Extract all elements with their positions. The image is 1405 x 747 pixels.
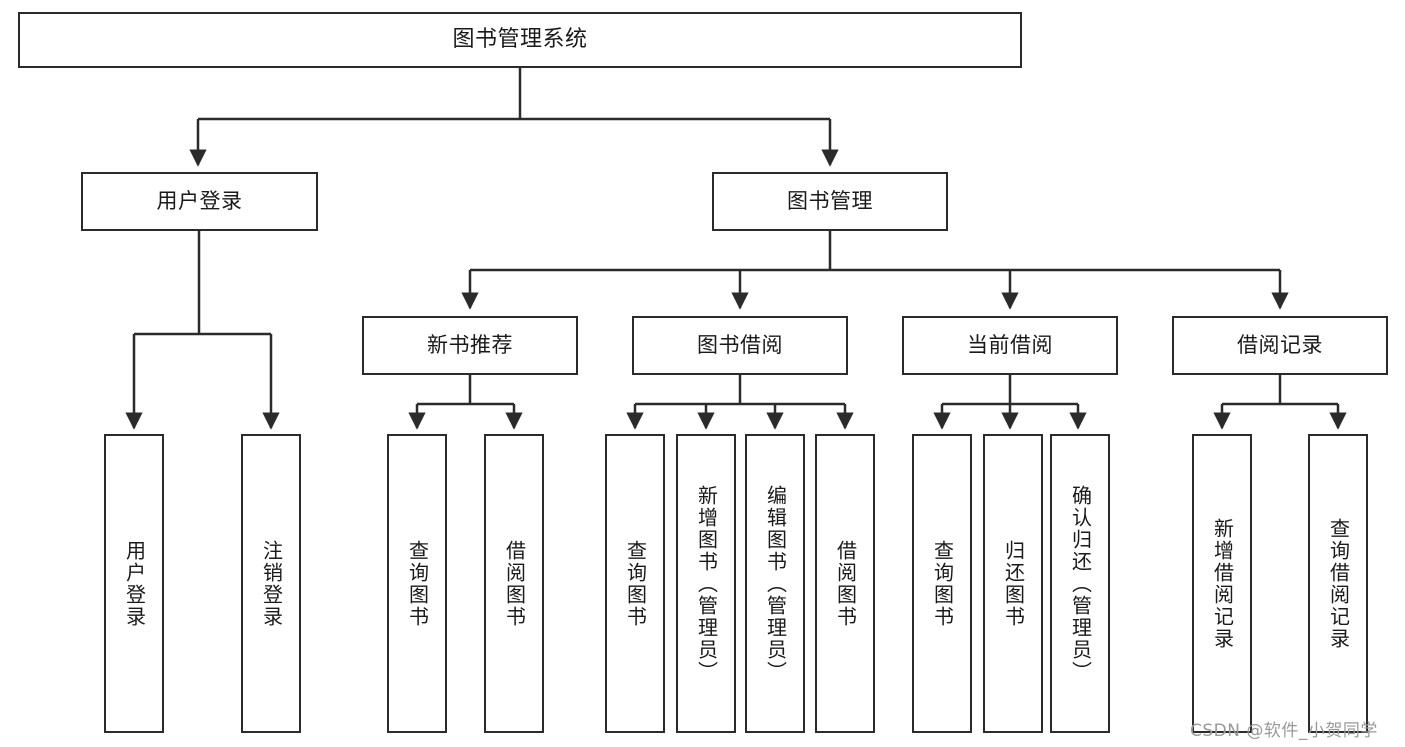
node-book-management[interactable]: 图书管理 (712, 172, 948, 231)
node-label: 归还图书 (1001, 539, 1026, 628)
leaf-new-book-borrow-book[interactable]: 借阅图书 (484, 434, 544, 733)
node-label: 新书推荐 (427, 332, 513, 357)
node-label: 确认归还（管理员） (1068, 484, 1093, 683)
leaf-borrow-borrow-book[interactable]: 借阅图书 (815, 434, 875, 733)
node-label: 借阅图书 (502, 539, 527, 628)
leaf-current-confirm-return-admin[interactable]: 确认归还（管理员） (1050, 434, 1110, 733)
node-label: 查询借阅记录 (1326, 517, 1351, 650)
leaf-new-book-query-book[interactable]: 查询图书 (387, 434, 447, 733)
node-label: 注销登录 (259, 539, 284, 628)
leaf-user-login-logout[interactable]: 注销登录 (241, 434, 301, 733)
node-user-login[interactable]: 用户登录 (81, 172, 318, 231)
node-label: 当前借阅 (967, 332, 1053, 357)
node-label: 借阅图书 (833, 539, 858, 628)
node-label: 查询图书 (405, 539, 430, 628)
node-label: 借阅记录 (1237, 332, 1323, 357)
node-label: 查询图书 (623, 539, 648, 628)
csdn-watermark: CSDN @软件_小贺同学 (1190, 721, 1378, 741)
leaf-record-add-record[interactable]: 新增借阅记录 (1192, 434, 1252, 733)
leaf-current-query-book[interactable]: 查询图书 (912, 434, 972, 733)
leaf-borrow-add-book-admin[interactable]: 新增图书（管理员） (676, 434, 736, 733)
leaf-current-return-book[interactable]: 归还图书 (983, 434, 1043, 733)
node-borrow-record[interactable]: 借阅记录 (1172, 316, 1388, 375)
node-label: 图书借阅 (697, 332, 783, 357)
node-label: 编辑图书（管理员） (763, 484, 788, 683)
node-label: 新增图书（管理员） (694, 484, 719, 683)
node-book-borrow[interactable]: 图书借阅 (632, 316, 848, 375)
node-new-book-recommend[interactable]: 新书推荐 (362, 316, 578, 375)
leaf-user-login-login[interactable]: 用户登录 (104, 434, 164, 733)
node-current-borrow[interactable]: 当前借阅 (902, 316, 1118, 375)
node-label: 用户登录 (156, 188, 243, 213)
leaf-borrow-query-book[interactable]: 查询图书 (605, 434, 665, 733)
node-label: 图书管理系统 (452, 26, 588, 52)
node-label: 查询图书 (930, 539, 955, 628)
node-label: 新增借阅记录 (1210, 517, 1235, 650)
leaf-record-query-record[interactable]: 查询借阅记录 (1308, 434, 1368, 733)
leaf-borrow-edit-book-admin[interactable]: 编辑图书（管理员） (745, 434, 805, 733)
node-root-book-management-system[interactable]: 图书管理系统 (18, 12, 1022, 68)
node-label: 用户登录 (122, 539, 147, 628)
node-label: 图书管理 (787, 188, 873, 213)
